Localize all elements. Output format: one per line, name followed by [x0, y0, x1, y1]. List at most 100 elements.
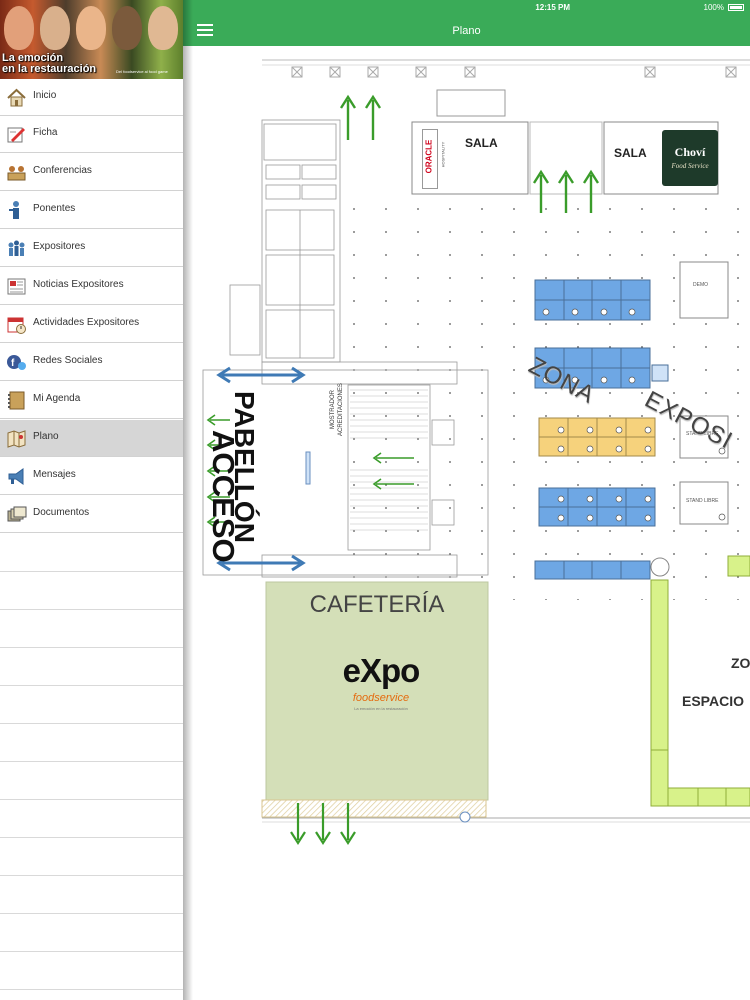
empty-row	[0, 572, 183, 610]
menu-item-plano[interactable]: Plano	[0, 420, 183, 457]
edit-icon	[7, 127, 25, 143]
menu-label-mi-agenda: Mi Agenda	[33, 393, 81, 404]
banner-title-line1: La emoción	[2, 52, 64, 64]
mostrador-line2: ACREDITACIONES	[338, 383, 344, 436]
header-bar: 12:15 PM 100% Plano	[183, 0, 750, 46]
oracle-logo-sub: HOSPITALITY	[440, 141, 446, 168]
menu-label-ponentes: Ponentes	[33, 203, 76, 214]
entry-arrows-pabellon	[206, 414, 230, 528]
exit-arrows-middle	[532, 169, 600, 213]
menu-item-ficha[interactable]: Ficha	[0, 116, 183, 153]
calendar-icon	[7, 317, 26, 334]
banner-face-5	[148, 6, 178, 50]
oracle-logo-text: ORACLE	[424, 139, 434, 174]
oracle-logo[interactable]: ORACLE	[422, 129, 438, 189]
menu-label-redes-sociales: Redes Sociales	[33, 355, 103, 366]
hamburger-line	[197, 24, 213, 26]
social-icon: f	[7, 355, 26, 370]
menu-label-inicio: Inicio	[33, 90, 57, 101]
sala-chovi-label: SALA	[614, 146, 647, 160]
hamburger-line	[197, 34, 213, 36]
banner-subtitle: Del foodservice al food game	[116, 69, 168, 74]
mostrador-line1: MOSTRADOR	[330, 390, 336, 430]
menu-label-conferencias: Conferencias	[33, 165, 92, 176]
stand-group-blue-3	[538, 487, 656, 527]
map-icon	[7, 430, 26, 448]
chovi-logo-text: Choví	[674, 145, 706, 159]
exit-arrows-cafeteria	[290, 803, 356, 846]
menu-label-actividades-expositores: Actividades Expositores	[33, 317, 140, 328]
menu-item-ponentes[interactable]: Ponentes	[0, 192, 183, 229]
menu-label-plano: Plano	[33, 431, 59, 442]
chovi-logo[interactable]: Choví Food Service	[662, 130, 718, 186]
menu-item-mi-agenda[interactable]: Mi Agenda	[0, 382, 183, 419]
menu-item-documentos[interactable]: Documentos	[0, 496, 183, 533]
menu-item-mensajes[interactable]: Mensajes	[0, 458, 183, 495]
pabellon-label: PABELLÓN	[229, 391, 260, 543]
hamburger-menu-button[interactable]	[197, 24, 213, 36]
entry-arrows-mostrador	[372, 452, 414, 490]
menu-item-noticias-expositores[interactable]: Noticias Expositores	[0, 268, 183, 305]
access-double-arrows	[216, 366, 306, 572]
stand-group-blue-4	[534, 560, 651, 580]
expo-logo[interactable]: eXpo foodservice La emoción en la restau…	[326, 652, 436, 712]
menu-item-actividades-expositores[interactable]: Actividades Expositores	[0, 306, 183, 343]
banner-title: La emoción en la restauración	[2, 53, 96, 75]
exhibitors-icon	[8, 240, 25, 256]
chovi-logo-sub: Food Service	[671, 162, 709, 170]
service-block	[202, 119, 489, 578]
battery-percent: 100%	[703, 3, 724, 12]
sala-oracle-label: SALA	[465, 136, 498, 150]
empty-row	[0, 686, 183, 724]
stand-group-yellow	[538, 417, 656, 457]
hamburger-line	[197, 29, 213, 31]
grid-dots	[350, 200, 750, 600]
banner: La emoción en la restauración Del foodse…	[0, 0, 183, 79]
menu-label-expositores: Expositores	[33, 241, 86, 252]
mostrador-label: MOSTRADOR ACREDITACIONES	[329, 383, 345, 436]
menu-label-noticias-expositores: Noticias Expositores	[33, 279, 124, 290]
expo-logo-tag: La emoción en la restauración	[354, 706, 408, 711]
empty-row	[0, 952, 183, 990]
home-icon	[7, 88, 26, 107]
banner-face-3	[76, 6, 106, 50]
cafeteria-area	[265, 581, 489, 801]
banner-face-2	[40, 6, 70, 50]
megaphone-icon	[8, 468, 24, 485]
menu-item-conferencias[interactable]: Conferencias	[0, 154, 183, 191]
battery-icon	[728, 4, 744, 11]
empty-row	[0, 648, 183, 686]
demo-box	[679, 261, 729, 319]
empty-row	[0, 724, 183, 762]
documents-icon	[7, 506, 27, 522]
speaker-icon	[9, 201, 19, 219]
floor-plan[interactable]: ORACLE HOSPITALITY SALA SALA Choví Food …	[183, 46, 750, 1000]
empty-row	[0, 838, 183, 876]
main-panel: 12:15 PM 100% Plano	[183, 0, 750, 1000]
stand-circles	[542, 308, 726, 522]
menu-item-redes-sociales[interactable]: f Redes Sociales	[0, 344, 183, 381]
demo-label: DEMO	[693, 282, 708, 288]
menu-label-documentos: Documentos	[33, 507, 90, 518]
menu-item-inicio[interactable]: Inicio	[0, 79, 183, 116]
page-title: Plano	[452, 25, 481, 37]
empty-row	[0, 876, 183, 914]
vent-boxes	[291, 66, 737, 78]
sidebar-shadow	[183, 0, 193, 1000]
menu-label-mensajes: Mensajes	[33, 469, 76, 480]
expo-logo-text: eXpo	[342, 652, 421, 689]
counter-desk	[305, 451, 311, 485]
zona-right-label: ZO	[731, 655, 750, 671]
cafeteria-marker	[459, 811, 471, 823]
stand-libre-label-2: STAND LIBRE	[686, 498, 719, 504]
stand-libre-label-1: STAND LIBRE	[686, 431, 719, 437]
banner-title-line2: en la restauración	[2, 63, 97, 75]
menu-label-ficha: Ficha	[33, 127, 58, 138]
stand-marker	[650, 557, 670, 577]
menu-item-expositores[interactable]: Expositores	[0, 230, 183, 267]
expo-logo-sub: foodservice	[352, 692, 410, 704]
empty-row	[0, 762, 183, 800]
espacio-label: ESPACIO	[682, 693, 744, 709]
floor-plan-drawing	[202, 59, 750, 846]
agenda-icon	[8, 391, 25, 410]
